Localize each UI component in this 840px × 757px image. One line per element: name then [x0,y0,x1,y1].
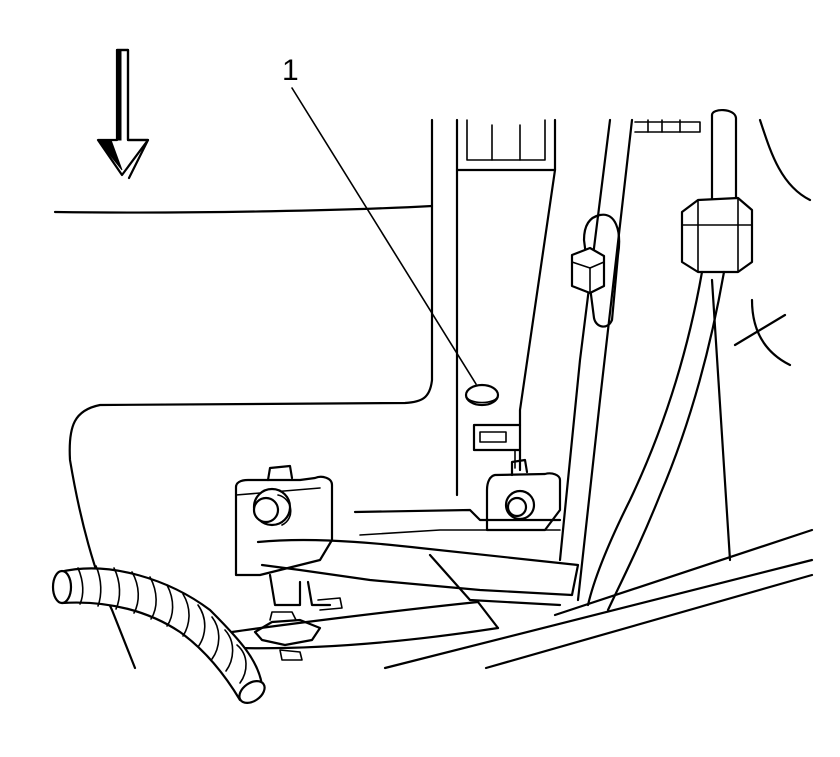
right-stud-bracket [485,458,562,532]
down-arrow-icon [96,48,150,180]
pillar-structure [455,118,701,602]
wiring-conduit [586,109,812,612]
body-panel [53,118,434,670]
floor-sill [230,528,814,670]
slot-bracket [472,423,522,469]
lower-bracket [256,508,580,607]
plug-hole [464,383,500,407]
callout-1: 1 [282,54,477,385]
corrugated-loom [51,565,266,705]
callout-label: 1 [282,54,299,87]
left-stud-bracket [234,464,334,577]
pillar-bolt [570,213,621,328]
